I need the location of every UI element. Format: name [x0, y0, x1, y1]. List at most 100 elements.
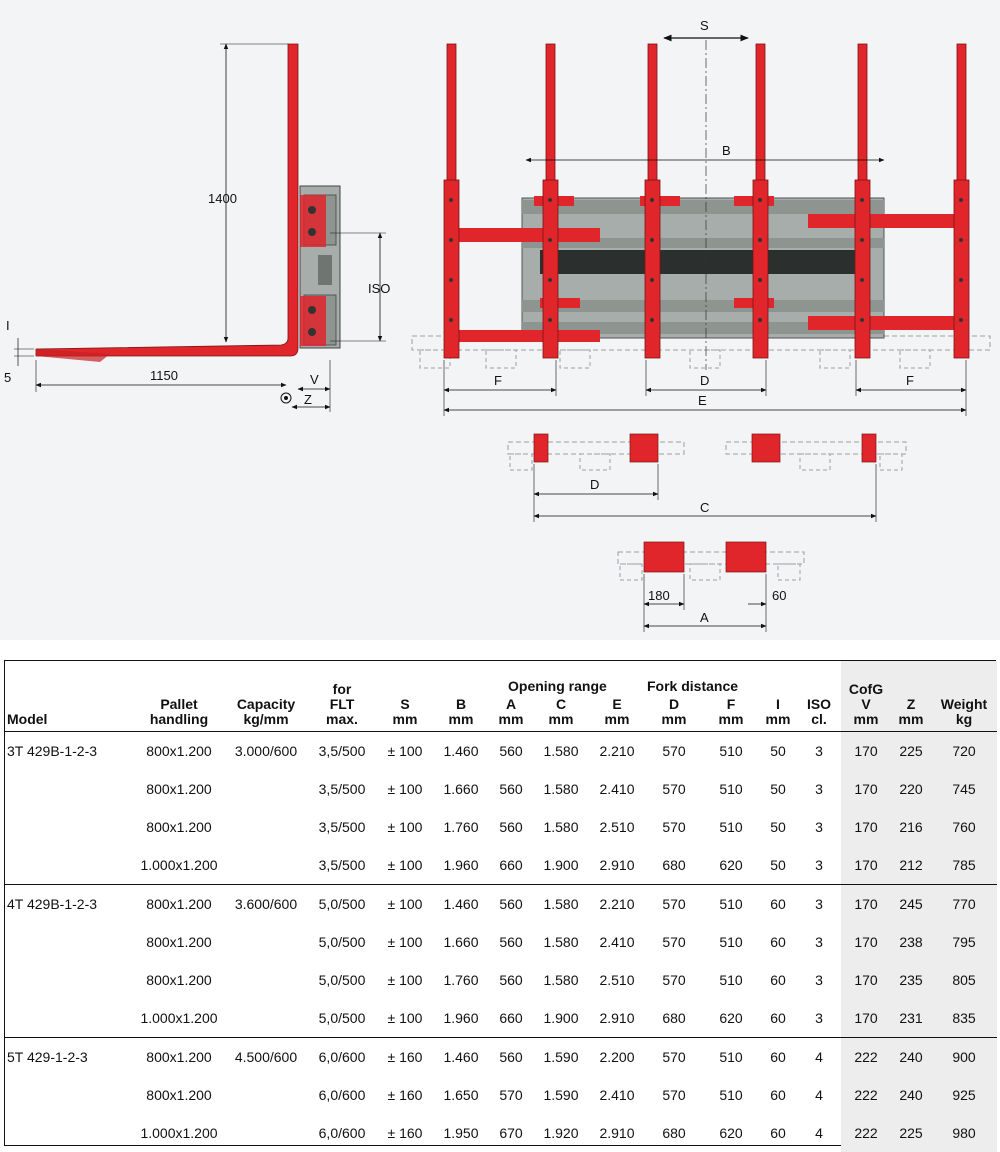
cell-model: 5T 429-1-2-3 — [7, 1048, 88, 1065]
header-model: Model — [7, 710, 48, 727]
cell-weight: 835 — [931, 998, 997, 1037]
cell-model — [5, 1076, 133, 1114]
cell-iso: 3 — [815, 818, 823, 835]
cell-v: 170 — [841, 960, 891, 999]
cell-z: 240 — [891, 1075, 931, 1114]
cell-z: 220 — [891, 769, 931, 808]
cell-v: 170 — [841, 807, 891, 846]
dim-iso: ISO — [368, 281, 390, 296]
header-fork-distance: Fork distance — [647, 678, 739, 694]
cell-model — [5, 770, 133, 808]
dim-b: B — [722, 143, 731, 158]
cell-b: 1.460 — [443, 1048, 479, 1065]
cell-e: 2.510 — [599, 818, 635, 835]
cell-d: 570 — [662, 742, 686, 759]
cell-i: 50 — [770, 818, 786, 835]
cell-d: 570 — [662, 895, 686, 912]
cell-z: 238 — [891, 922, 931, 961]
cell-d: 680 — [662, 1124, 686, 1141]
cell-weight: 805 — [931, 960, 997, 999]
bottom-view: 180 60 A — [617, 541, 805, 632]
cell-weight: 980 — [931, 1113, 997, 1152]
cell-c: 1.580 — [543, 780, 579, 797]
header-opening-range: Opening range — [508, 678, 607, 694]
cell-pallet: 800x1.200 — [146, 1086, 212, 1103]
cell-i: 50 — [770, 780, 786, 797]
cell-model — [5, 808, 133, 846]
cell-f: 620 — [719, 1124, 743, 1141]
cell-i: 60 — [770, 933, 786, 950]
cell-f: 510 — [719, 971, 743, 988]
cell-c: 1.900 — [543, 1009, 579, 1026]
cell-s: ± 100 — [387, 895, 423, 912]
cell-c: 1.590 — [543, 1048, 579, 1065]
dim-d: D — [700, 373, 709, 388]
cell-d: 570 — [662, 818, 686, 835]
cell-e: 2.410 — [599, 933, 635, 950]
cell-s: ± 100 — [387, 818, 423, 835]
cell-i: 60 — [770, 1124, 786, 1141]
side-fork — [35, 43, 299, 357]
dim-a: A — [700, 610, 709, 625]
cell-flt: 6,0/600 — [318, 1086, 366, 1103]
dim-5: 5 — [4, 370, 11, 385]
cell-flt: 3,5/500 — [318, 818, 366, 835]
cell-pallet: 800x1.200 — [146, 933, 212, 950]
cell-flt: 5,0/500 — [318, 1009, 366, 1026]
cell-e: 2.200 — [599, 1048, 635, 1065]
cell-a: 570 — [499, 1086, 523, 1103]
cell-model — [5, 846, 133, 885]
cell-e: 2.510 — [599, 971, 635, 988]
cell-d: 570 — [662, 1086, 686, 1103]
dim-180: 180 — [648, 588, 670, 603]
cell-f: 510 — [719, 933, 743, 950]
cell-pallet: 1.000x1.200 — [140, 1009, 218, 1026]
cell-c: 1.580 — [543, 818, 579, 835]
cell-f: 510 — [719, 1086, 743, 1103]
cell-f: 510 — [719, 818, 743, 835]
cell-weight: 760 — [931, 807, 997, 846]
cell-flt: 5,0/500 — [318, 933, 366, 950]
cell-iso: 4 — [815, 1048, 823, 1065]
cell-iso: 3 — [815, 856, 823, 873]
dim-f-right: F — [906, 373, 914, 388]
cell-pallet: 800x1.200 — [146, 971, 212, 988]
cell-e: 2.910 — [599, 1009, 635, 1026]
cell-a: 560 — [499, 933, 523, 950]
cell-i: 50 — [770, 742, 786, 759]
cell-d: 570 — [662, 971, 686, 988]
cell-b: 1.460 — [443, 742, 479, 759]
cell-s: ± 160 — [387, 1086, 423, 1103]
dim-v: V — [310, 372, 319, 387]
cell-z: 225 — [891, 731, 931, 770]
cell-v: 222 — [841, 1037, 891, 1076]
cell-v: 170 — [841, 998, 891, 1037]
cell-d: 570 — [662, 780, 686, 797]
cell-a: 560 — [499, 1048, 523, 1065]
cell-e: 2.910 — [599, 1124, 635, 1141]
cell-e: 2.210 — [599, 895, 635, 912]
cell-s: ± 100 — [387, 780, 423, 797]
cell-pallet: 800x1.200 — [146, 818, 212, 835]
cell-d: 680 — [662, 856, 686, 873]
cell-z: 245 — [891, 884, 931, 923]
cell-z: 231 — [891, 998, 931, 1037]
cell-flt: 3,5/500 — [318, 780, 366, 797]
cell-v: 170 — [841, 845, 891, 884]
